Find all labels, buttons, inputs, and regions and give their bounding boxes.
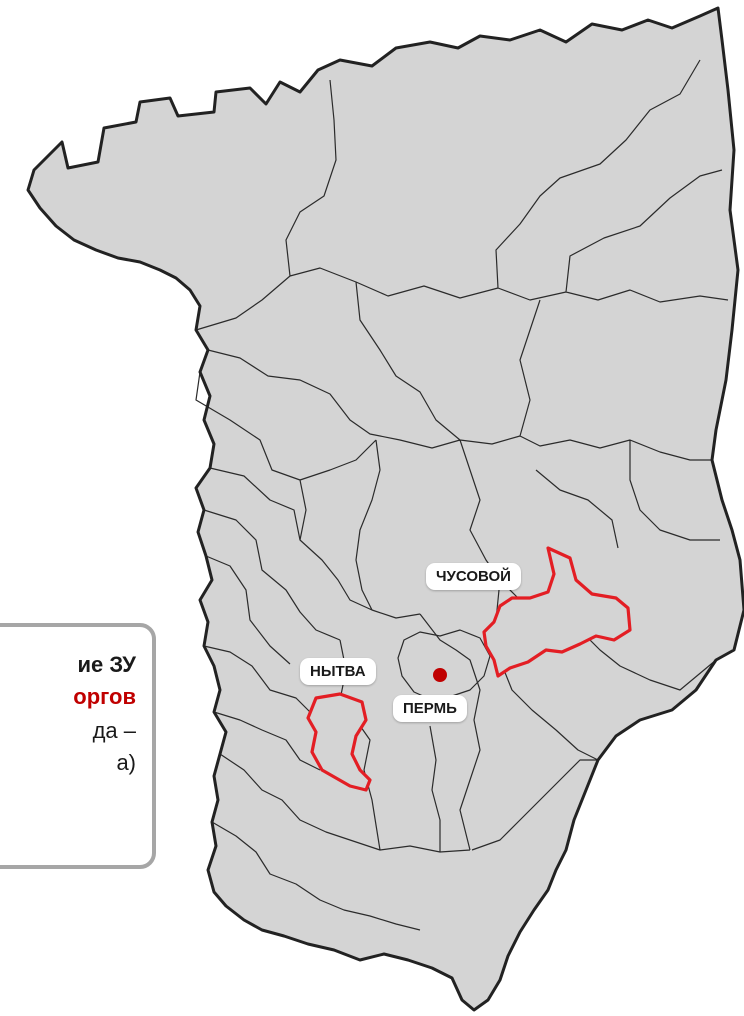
label-nytva: НЫТВА	[300, 658, 376, 685]
info-line-2: оргов	[73, 684, 136, 709]
chusovoy-district	[482, 546, 632, 678]
region-outline	[26, 6, 744, 1012]
info-line-1: ие ЗУ	[77, 652, 136, 677]
perm-city-dot	[433, 668, 447, 682]
perm-city-area	[397, 629, 491, 701]
info-line-4: а)	[116, 750, 136, 775]
label-perm: ПЕРМЬ	[393, 695, 467, 722]
label-chusovoy: ЧУСОВОЙ	[426, 563, 521, 590]
info-box: ие ЗУ оргов да – а)	[0, 623, 156, 869]
district-borders	[195, 59, 729, 931]
info-line-3: да –	[92, 718, 136, 743]
nytva-district	[306, 692, 372, 792]
